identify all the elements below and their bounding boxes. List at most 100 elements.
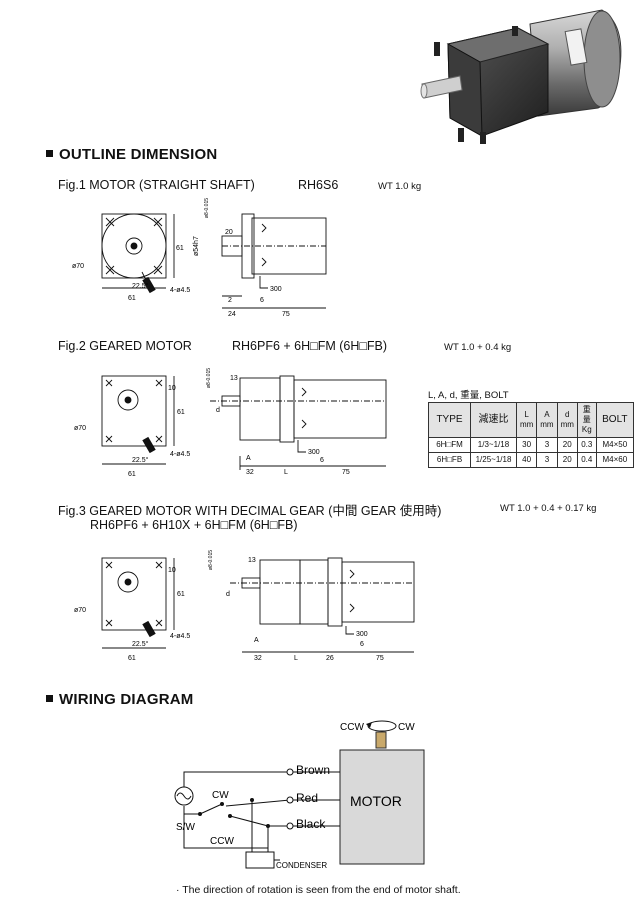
fig2-dim-75: 75 — [342, 469, 350, 476]
fig3-dim-300: 300 — [356, 631, 368, 638]
motor-label: MOTOR — [350, 793, 402, 809]
condenser-label: CONDENSER — [276, 861, 327, 870]
motor-photo — [420, 9, 622, 144]
fig1-dim-61-side: 61 — [176, 245, 184, 252]
fig3-front-view — [101, 557, 175, 649]
fig2-dim-d70: ø70 — [74, 425, 86, 432]
fig2-dim-6: 6 — [320, 457, 324, 464]
wire-red-label: Red — [296, 791, 318, 805]
fig3-dim-32: 32 — [254, 655, 262, 662]
fig1-front-view — [101, 213, 175, 294]
table-cell: 0.3 — [576, 437, 597, 453]
fig2-front-view — [101, 375, 175, 465]
fig3-side-view — [230, 557, 415, 653]
fig3-dim-75: 75 — [376, 655, 384, 662]
fig1-dim-angle: 22.5° — [132, 282, 149, 290]
table-cell: 40 — [515, 452, 538, 468]
rotation-note: · The direction of rotation is seen from… — [176, 884, 461, 896]
fig3-dim-13: 13 — [248, 557, 256, 564]
terminal-black — [286, 822, 294, 830]
wiring-diagram-title: WIRING DIAGRAM — [46, 691, 193, 708]
fig2-dim-A: A — [246, 455, 251, 462]
fig2-side-view — [210, 375, 387, 470]
fig1-label: Fig.1 MOTOR (STRAIGHT SHAFT) — [58, 178, 255, 192]
fig1-dim-20: 20 — [225, 229, 233, 236]
spec-table: TYPE 減速比 L mm A mm d mm 重量 Kg BOLT 6H□FM… — [427, 402, 634, 468]
table-cell: 30 — [515, 437, 538, 453]
fig2-dim-61-side: 61 — [177, 409, 185, 416]
table-row: 6H□FB 1/25~1/18 40 3 20 0.4 M4×60 — [427, 452, 634, 468]
switch-lever — [199, 803, 223, 815]
spec-col-weight: 重量 Kg — [576, 402, 597, 438]
motor-shaft — [375, 731, 387, 749]
terminal-red — [286, 796, 294, 804]
condenser-icon — [245, 851, 275, 869]
rotation-arrowhead-icon — [366, 722, 372, 728]
junction-dot — [266, 824, 270, 828]
spec-col-l: L mm — [515, 402, 538, 438]
wire-brown-label: Brown — [296, 763, 330, 777]
spec-col-type: TYPE — [427, 402, 472, 438]
rotation-cw-label: CW — [398, 722, 415, 733]
fig2-dim-13: 13 — [230, 375, 238, 382]
bullet-square-icon — [46, 150, 53, 157]
fig1-dim-61-bottom: 61 — [128, 295, 136, 302]
fig1-dim-shaft: ø54h7 — [193, 236, 200, 256]
fig2-drawing: ø70 61 61 10 4-ø4.5 22.5° 13 ø8-0.015 d … — [74, 368, 387, 478]
switch-cw-label: CW — [212, 790, 229, 801]
rotation-arrow-icon — [367, 720, 397, 732]
fig2-dim-L: L — [284, 469, 288, 476]
spec-col-bolt: BOLT — [595, 402, 634, 438]
table-cell: 6H□FB — [427, 452, 472, 468]
table-row: 6H□FM 1/3~1/18 30 3 20 0.3 M4×50 — [427, 437, 634, 453]
fig3-dim-61-bottom: 61 — [128, 655, 136, 662]
rotation-ccw-label: CCW — [340, 722, 364, 733]
fig1-dim-2: 2 — [228, 297, 232, 304]
terminal-brown — [286, 768, 294, 776]
wiring-diagram: CCW CW MOTOR Brown Red Black CW S/W CCW … — [174, 720, 425, 870]
switch-sw-label: S/W — [176, 822, 195, 833]
fig1-model: RH6S6 — [298, 178, 339, 192]
fig3-label: Fig.3 GEARED MOTOR WITH DECIMAL GEAR (中間… — [58, 500, 441, 519]
fig2-dim-key: ø8-0.015 — [206, 368, 212, 388]
motor-body — [339, 749, 425, 865]
fig1-dim-24: 24 — [228, 311, 236, 318]
spec-col-ratio: 減速比 — [470, 402, 517, 438]
fig3-dim-6: 6 — [360, 641, 364, 648]
table-cell: 0.4 — [576, 452, 597, 468]
fig1-dim-300: 300 — [270, 286, 282, 293]
wire-black-label: Black — [296, 817, 326, 831]
fig2-dim-d: d — [216, 407, 220, 414]
spec-table-header-row: TYPE 減速比 L mm A mm d mm 重量 Kg BOLT — [427, 402, 634, 438]
table-cell: 3 — [536, 452, 558, 468]
table-cell: 1/25~1/18 — [470, 452, 517, 468]
table-cell: 1/3~1/18 — [470, 437, 517, 453]
outline-dimension-title: OUTLINE DIMENSION — [46, 146, 217, 163]
fig3-label-cjk: (中間 GEAR 使用時) — [328, 504, 442, 518]
fig3-dim-angle: 22.5° — [132, 640, 149, 648]
fig1-drawing: ø70 61 61 4-ø4.5 22.5° ø54h7 ø8-0.015 20… — [72, 198, 327, 318]
table-cell: M4×60 — [595, 452, 634, 468]
fig2-dim-300: 300 — [308, 449, 320, 456]
fig3-dim-bolt: 4-ø4.5 — [170, 633, 190, 640]
fig3-model: RH6PF6 + 6H10X + 6H□FM (6H□FB) — [90, 518, 298, 532]
fig2-dim-32: 32 — [246, 469, 254, 476]
fig2-weight: WT 1.0 + 0.4 kg — [444, 342, 512, 353]
fig3-dim-61-side: 61 — [177, 591, 185, 598]
fig1-dim-d70: ø70 — [72, 263, 84, 270]
fig1-dim-75: 75 — [282, 311, 290, 318]
fig2-dim-bolt: 4-ø4.5 — [170, 451, 190, 458]
table-cell: 20 — [556, 437, 578, 453]
fig3-weight: WT 1.0 + 0.4 + 0.17 kg — [500, 503, 597, 514]
spec-table-caption: L, A, d, 重量, BOLT — [428, 390, 509, 401]
fig2-model: RH6PF6 + 6H□FM (6H□FB) — [232, 339, 388, 353]
fig3-dim-26: 26 — [326, 655, 334, 662]
fig1-dim-bolt: 4-ø4.5 — [170, 287, 190, 294]
fig3-dim-key: ø8-0.015 — [208, 550, 214, 570]
table-cell: 20 — [556, 452, 578, 468]
table-cell: M4×50 — [595, 437, 634, 453]
switch-contact-ccw — [228, 814, 232, 818]
fig1-dim-key: ø8-0.015 — [204, 198, 210, 218]
fig2-dim-61-bottom: 61 — [128, 471, 136, 478]
fig3-dim-10: 10 — [168, 567, 176, 574]
